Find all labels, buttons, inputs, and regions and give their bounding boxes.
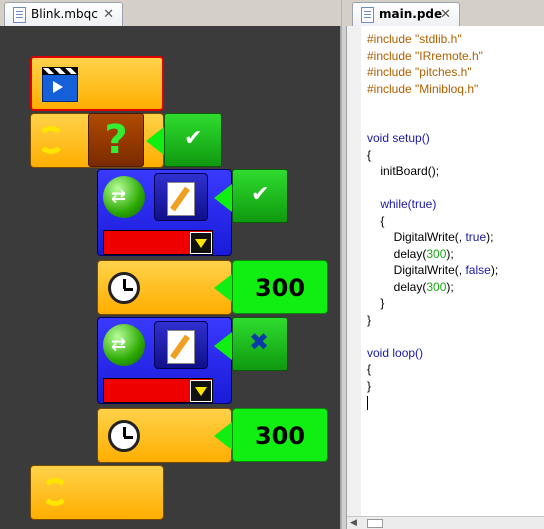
code-line: { bbox=[367, 213, 385, 228]
pane-splitter[interactable] bbox=[341, 0, 347, 529]
dropdown-arrow-icon[interactable] bbox=[190, 232, 212, 254]
code-line: DigitalWrite(, true); bbox=[367, 230, 494, 244]
true-constant-block[interactable]: ✔ bbox=[164, 113, 222, 167]
block-canvas[interactable]: ? ✔ ⇄ ✔ 300 ⇄ ✖ 300 bbox=[0, 26, 341, 529]
digital-write-icon: ⇄ bbox=[103, 324, 145, 366]
code-line: while(true) bbox=[367, 197, 437, 211]
document-icon bbox=[361, 7, 374, 23]
dropdown-arrow-icon[interactable] bbox=[190, 380, 212, 402]
horizontal-scrollbar[interactable]: ◀ bbox=[347, 516, 544, 529]
code-line: } bbox=[367, 312, 372, 327]
condition-block[interactable]: ? bbox=[88, 113, 144, 167]
digital-write-icon: ⇄ bbox=[103, 176, 145, 218]
start-block[interactable] bbox=[30, 56, 164, 111]
clock-icon bbox=[108, 272, 140, 304]
digital-write-block-false[interactable]: ⇄ bbox=[97, 317, 232, 404]
code-line bbox=[367, 328, 498, 345]
false-constant-block[interactable]: ✖ bbox=[232, 317, 288, 371]
code-line: { bbox=[367, 147, 372, 162]
tab-main-pde[interactable]: main.pde ✕ bbox=[352, 2, 460, 26]
code-line: #include "IRremote.h" bbox=[367, 48, 483, 63]
question-icon: ? bbox=[104, 117, 128, 163]
code-line: delay(300); bbox=[367, 246, 454, 261]
checkmark-icon: ✔ bbox=[251, 182, 270, 207]
code-line: #include "Minibloq.h" bbox=[367, 81, 479, 96]
delay-block[interactable] bbox=[97, 260, 232, 315]
scrollbar-thumb[interactable] bbox=[367, 519, 383, 528]
tab-label: main.pde bbox=[379, 7, 443, 21]
close-icon[interactable]: ✕ bbox=[440, 7, 451, 22]
code-line: initBoard(); bbox=[367, 164, 440, 178]
code-line: void loop() bbox=[367, 345, 424, 360]
code-line: void setup() bbox=[367, 131, 430, 145]
editor-gutter bbox=[347, 26, 361, 516]
clock-icon bbox=[108, 420, 140, 452]
close-icon[interactable]: ✕ bbox=[103, 7, 114, 22]
tab-label: Blink.mbqc bbox=[31, 7, 98, 21]
code-line: } bbox=[367, 378, 372, 393]
delay-block[interactable] bbox=[97, 408, 232, 463]
clapperboard-icon bbox=[42, 67, 78, 102]
param-connector bbox=[214, 332, 232, 360]
true-constant-block[interactable]: ✔ bbox=[232, 169, 288, 223]
write-note-icon bbox=[154, 173, 208, 221]
code-line: } bbox=[367, 296, 385, 310]
checkmark-icon: ✔ bbox=[184, 126, 203, 151]
delay-value[interactable]: 300 bbox=[232, 408, 328, 462]
loop-icon bbox=[41, 478, 69, 506]
text-caret bbox=[367, 394, 498, 411]
code-line: DigitalWrite(, false); bbox=[367, 263, 499, 277]
param-connector bbox=[146, 127, 164, 155]
x-mark-icon: ✖ bbox=[249, 328, 270, 356]
param-connector bbox=[214, 274, 232, 302]
delay-value[interactable]: 300 bbox=[232, 260, 328, 314]
code-line bbox=[367, 180, 498, 197]
code-line bbox=[367, 97, 498, 114]
code-editor[interactable]: #include "stdlib.h" #include "IRremote.h"… bbox=[346, 26, 544, 529]
code-text[interactable]: #include "stdlib.h" #include "IRremote.h"… bbox=[367, 31, 498, 411]
param-connector bbox=[214, 422, 232, 450]
code-line: #include "stdlib.h" bbox=[367, 32, 462, 46]
loop-icon bbox=[37, 126, 65, 154]
code-line: { bbox=[367, 362, 372, 376]
loop-block[interactable] bbox=[30, 465, 164, 520]
code-line: #include "pitches.h" bbox=[367, 65, 472, 79]
tab-blink-mbqc[interactable]: Blink.mbqc ✕ bbox=[4, 2, 123, 26]
digital-write-block-true[interactable]: ⇄ bbox=[97, 169, 232, 256]
code-line: delay(300); bbox=[367, 279, 454, 294]
param-connector bbox=[214, 184, 232, 212]
document-icon bbox=[13, 7, 26, 23]
scroll-left-arrow-icon[interactable]: ◀ bbox=[350, 518, 357, 528]
write-note-icon bbox=[154, 321, 208, 369]
code-line bbox=[367, 114, 498, 131]
